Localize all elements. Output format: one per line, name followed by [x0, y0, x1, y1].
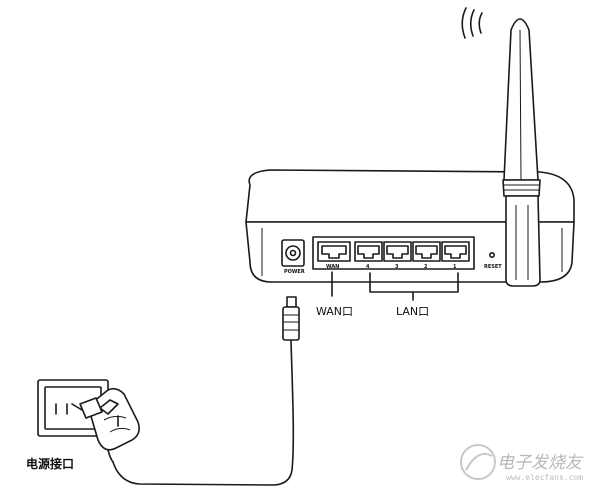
watermark-text: 电子发烧友	[497, 453, 584, 473]
lan-port-label: 1	[453, 264, 457, 270]
lan-port	[383, 241, 412, 262]
power-adapter-icon	[71, 387, 140, 463]
wall-socket-icon	[37, 379, 109, 437]
watermark-url: www.elecfans.com	[506, 473, 583, 482]
lan-port	[354, 241, 383, 262]
wan-label: WAN口	[316, 305, 353, 318]
lan-port-label: 2	[424, 264, 428, 270]
power-port-label: POWER	[284, 269, 305, 275]
power-cable	[112, 339, 295, 486]
wan-port	[317, 241, 351, 262]
wan-port-label: WAN	[326, 264, 339, 270]
lan-port-label: 3	[395, 264, 399, 270]
lan-port	[441, 241, 470, 262]
router-icon: POWER WAN 4 3 2 1 RESET	[245, 169, 575, 283]
watermark-logo-icon	[460, 444, 496, 480]
reset-label: RESET	[484, 264, 502, 270]
lan-callout-bracket	[369, 272, 459, 293]
dc-plug	[282, 296, 300, 341]
wifi-signal-icon	[461, 7, 483, 39]
lan-label: LAN口	[396, 305, 429, 318]
lan-port	[412, 241, 441, 262]
lan-port-label: 4	[366, 264, 370, 270]
power-jack	[281, 239, 305, 267]
power-socket-label: 电源接口	[26, 456, 74, 471]
watermark: 电子发烧友 www.elecfans.com	[460, 444, 584, 482]
antenna-icon	[502, 18, 541, 287]
reset-button	[488, 252, 495, 259]
